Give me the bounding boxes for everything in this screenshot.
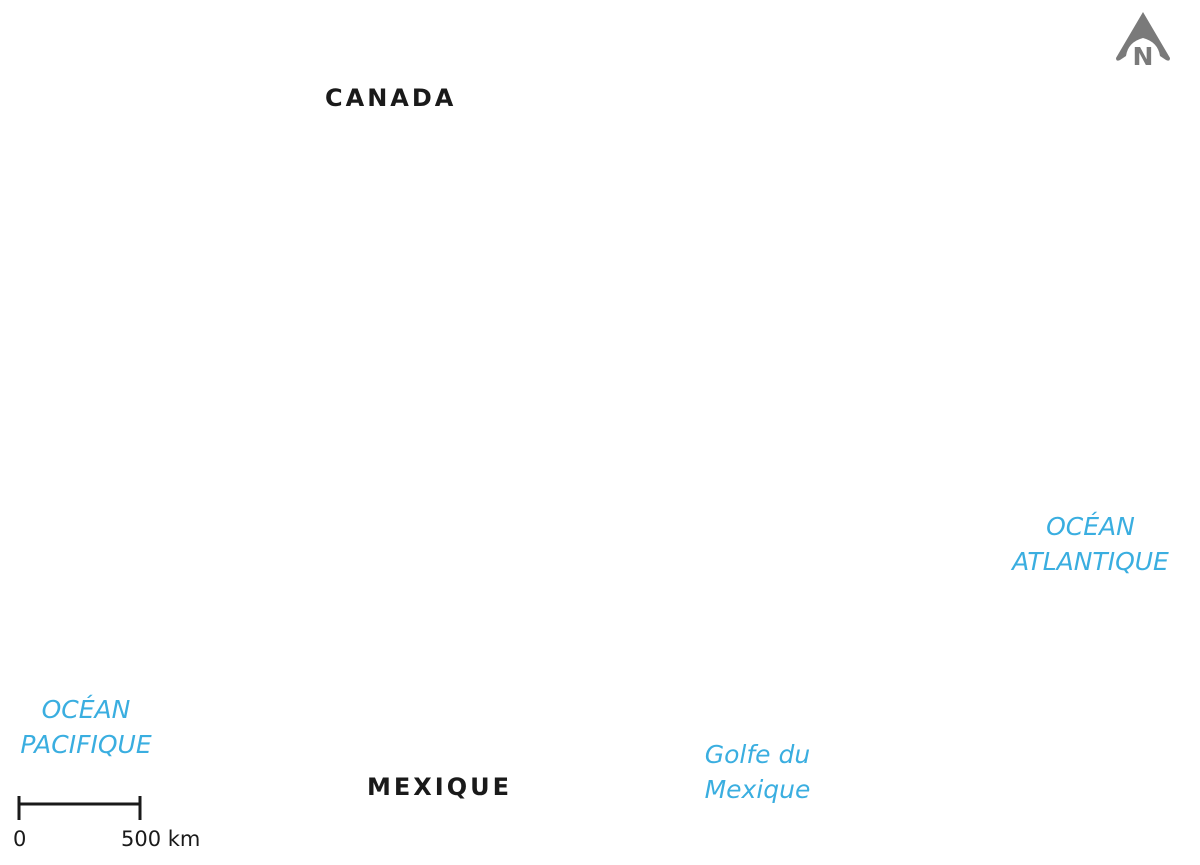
water-label-line: PACIFIQUE xyxy=(20,730,152,759)
north-arrow-shape xyxy=(1116,12,1170,61)
scale-start-label: 0 xyxy=(13,827,27,851)
water-label-line: OCÉAN xyxy=(41,695,131,724)
country-label-mexique: MEXIQUE xyxy=(367,773,512,801)
water-label-golfe-du-mexique: Golfe du Mexique xyxy=(695,737,820,807)
water-label-line: ATLANTIQUE xyxy=(1012,547,1169,576)
water-label-line: OCÉAN xyxy=(1046,512,1135,541)
north-arrow-icon xyxy=(1116,12,1170,61)
country-label-canada: CANADA xyxy=(325,84,457,112)
water-label-ocean-pacifique: OCÉAN PACIFIQUE xyxy=(10,692,162,762)
water-label-ocean-atlantique: OCÉAN ATLANTIQUE xyxy=(1003,509,1178,579)
north-arrow-label: N xyxy=(1132,42,1154,71)
scale-end-label: 500 km xyxy=(121,827,201,851)
water-label-line: Golfe du xyxy=(704,740,811,769)
scale-bar xyxy=(17,796,142,820)
water-label-line: Mexique xyxy=(704,775,811,804)
